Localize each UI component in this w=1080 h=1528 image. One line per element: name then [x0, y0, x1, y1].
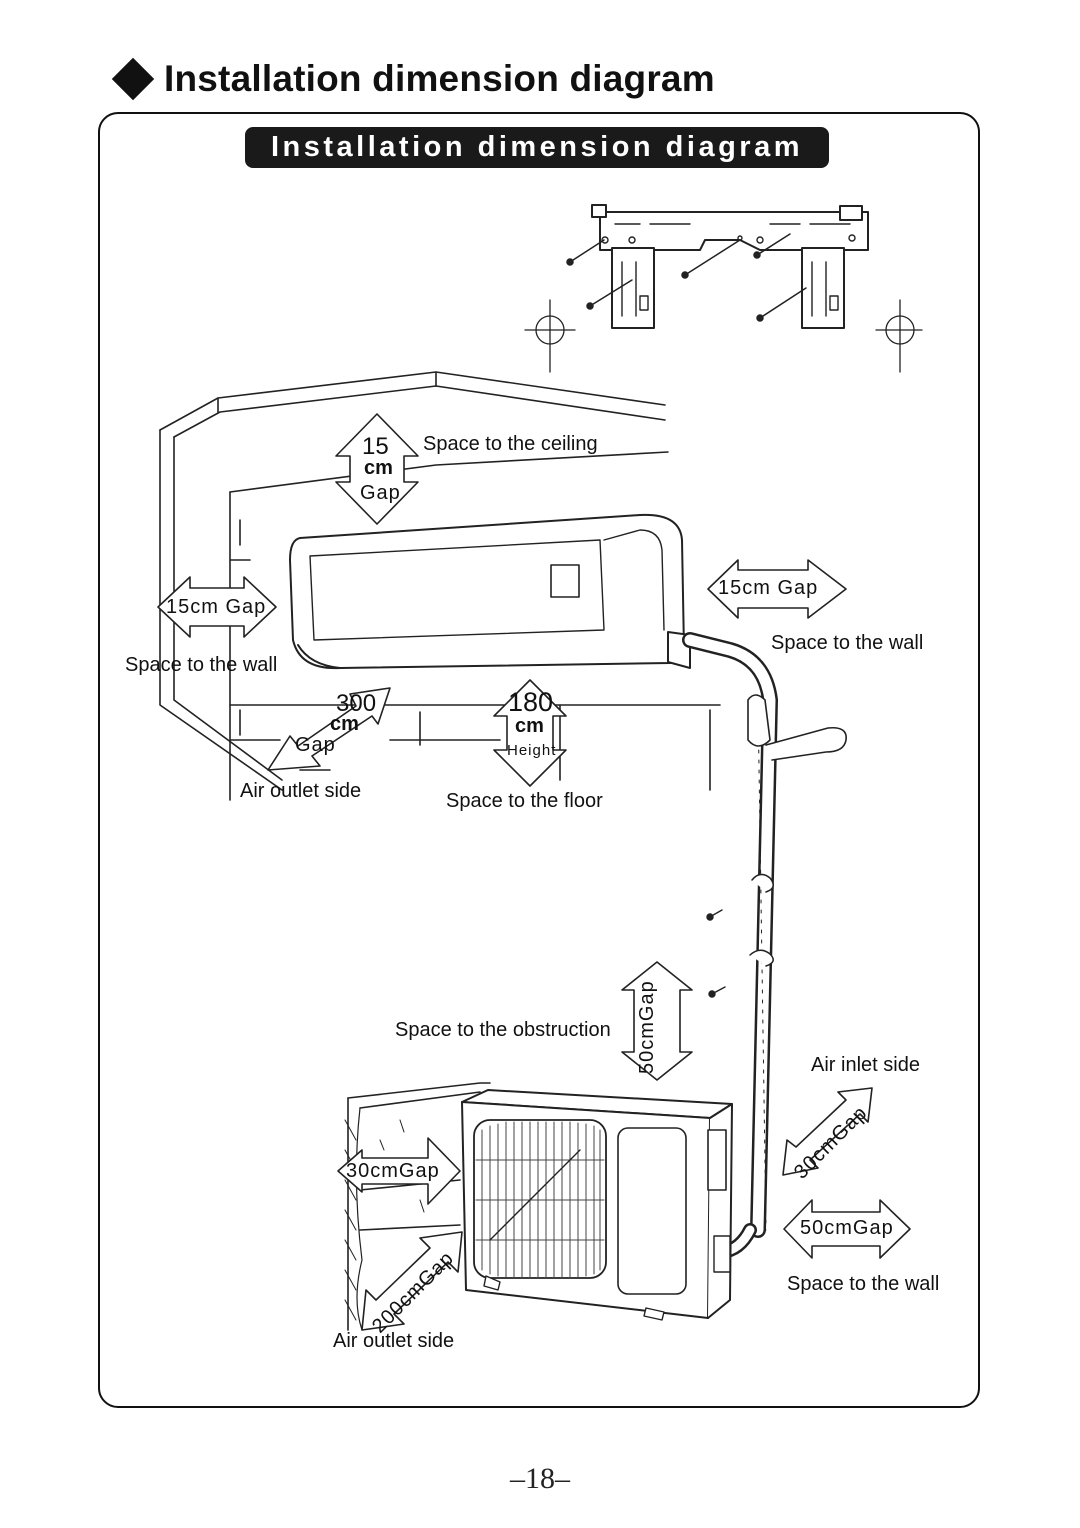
right-wall-label: Space to the wall [771, 632, 924, 654]
floor-height-value: 180 [508, 687, 554, 717]
air-inlet-label: Air inlet side [811, 1054, 920, 1076]
diagram-frame [98, 112, 980, 1408]
outlet-gap-value: 300 [336, 690, 377, 717]
ceiling-space-label: Space to the ceiling [423, 433, 598, 455]
outdoor-left-gap: 30cmGap [346, 1160, 440, 1182]
page-number-value: 18 [525, 1462, 555, 1495]
page-heading: Installation dimension diagram [111, 57, 715, 101]
left-wall-label: Space to the wall [125, 654, 278, 676]
refrigerant-pipe [667, 631, 847, 1259]
ceiling-gap-word: Gap [360, 482, 401, 504]
ceiling-gap-unit: cm [364, 457, 393, 479]
left-wall-gap: 15cm Gap [166, 596, 267, 618]
indoor-air-outlet-label: Air outlet side [240, 780, 362, 802]
page-number-dash-right: – [555, 1462, 570, 1495]
right-wall-gap: 15cm Gap [718, 577, 819, 599]
mounting-plate [524, 204, 923, 373]
outlet-gap-unit: cm [330, 713, 359, 735]
obstruction-space-label: Space to the obstruction [395, 1019, 611, 1041]
outdoor-unit [461, 1089, 733, 1321]
ceiling-gap-value: 15 [362, 433, 389, 460]
page-number: –18– [0, 1462, 1080, 1496]
floor-height-unit: cm [515, 715, 544, 737]
obstruction-gap: 50cmGap [636, 980, 658, 1074]
floor-space-label: Space to the floor [446, 790, 603, 812]
room-walls [159, 371, 721, 801]
outdoor-right-gap: 50cmGap [800, 1217, 894, 1239]
diagram-banner: Installation dimension diagram [245, 127, 829, 168]
floor-height-word: Height [507, 742, 557, 759]
obstruction-wall [344, 1082, 491, 1331]
outlet-gap-word: Gap [295, 734, 336, 756]
page-number-dash-left: – [510, 1462, 525, 1495]
indoor-unit [289, 513, 685, 670]
clearance-arrows [157, 413, 911, 1331]
page-title: Installation dimension diagram [164, 58, 715, 99]
outdoor-right-wall-label: Space to the wall [787, 1273, 940, 1295]
outdoor-air-outlet-label: Air outlet side [333, 1330, 455, 1352]
